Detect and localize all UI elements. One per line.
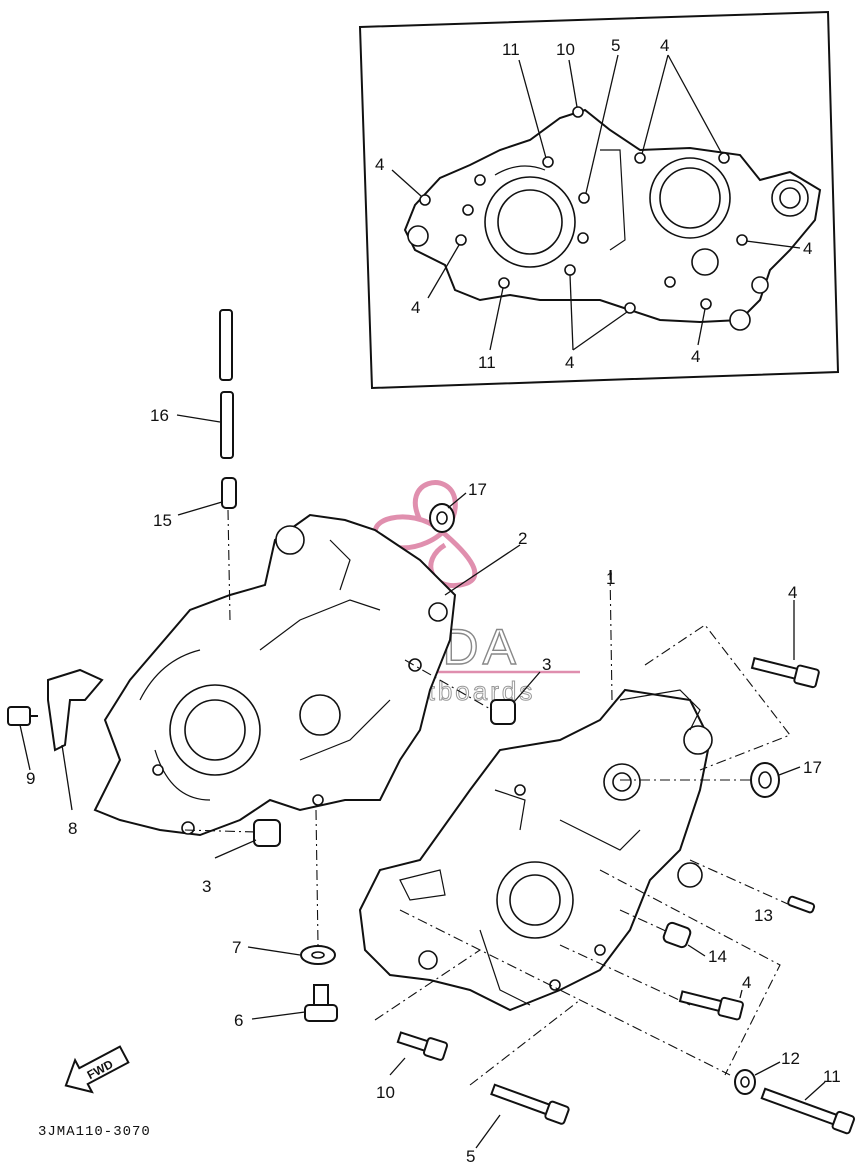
label-11-inset-top: 11	[502, 40, 520, 59]
label-2: 2	[518, 529, 527, 548]
inset-leaders	[391, 54, 801, 351]
inset-panel	[358, 10, 840, 390]
label-4-top-right: 4	[788, 583, 797, 602]
label-4-inset-bottom-right: 4	[691, 347, 700, 366]
label-17-right: 17	[803, 758, 822, 777]
label-7: 7	[232, 938, 241, 957]
label-5-inset: 5	[611, 36, 620, 55]
label-10-bottom: 10	[376, 1083, 395, 1102]
label-6: 6	[234, 1011, 243, 1030]
label-4-inset-top: 4	[660, 36, 669, 55]
assembly-lines	[184, 509, 791, 1086]
label-3-left: 3	[202, 877, 211, 896]
small-parts	[7, 309, 856, 1135]
label-4-inset-left: 4	[375, 155, 384, 174]
label-10-inset: 10	[556, 40, 575, 59]
label-13: 13	[754, 906, 773, 925]
label-4-inset-right: 4	[803, 239, 812, 258]
label-4-lower-right: 4	[742, 973, 751, 992]
inset-bolt-holes	[419, 106, 748, 314]
callout-labels: 11 10 5 4 4 4 4 11 4 4 16 15 17 2 1 4 3 …	[26, 36, 841, 1166]
leader-lines	[19, 414, 826, 1149]
label-4-inset-bottom: 4	[565, 353, 574, 372]
label-8: 8	[68, 819, 77, 838]
label-11-inset-bottom: 11	[478, 353, 496, 372]
label-14: 14	[708, 947, 727, 966]
label-11-bottom: 11	[823, 1067, 841, 1086]
label-16: 16	[150, 406, 169, 425]
label-3-right: 3	[542, 655, 551, 674]
label-5-bottom: 5	[466, 1147, 475, 1166]
left-crankcase-half	[93, 513, 457, 837]
label-15: 15	[153, 511, 172, 530]
part-code: 3JMA110-3070	[38, 1124, 151, 1140]
label-17-top: 17	[468, 480, 487, 499]
label-4-inset-lower-left: 4	[411, 298, 420, 317]
right-crankcase-half	[358, 688, 713, 1012]
label-12: 12	[781, 1049, 800, 1068]
label-1: 1	[606, 569, 615, 588]
fwd-arrow: FWD	[64, 1045, 130, 1094]
label-9: 9	[26, 769, 35, 788]
